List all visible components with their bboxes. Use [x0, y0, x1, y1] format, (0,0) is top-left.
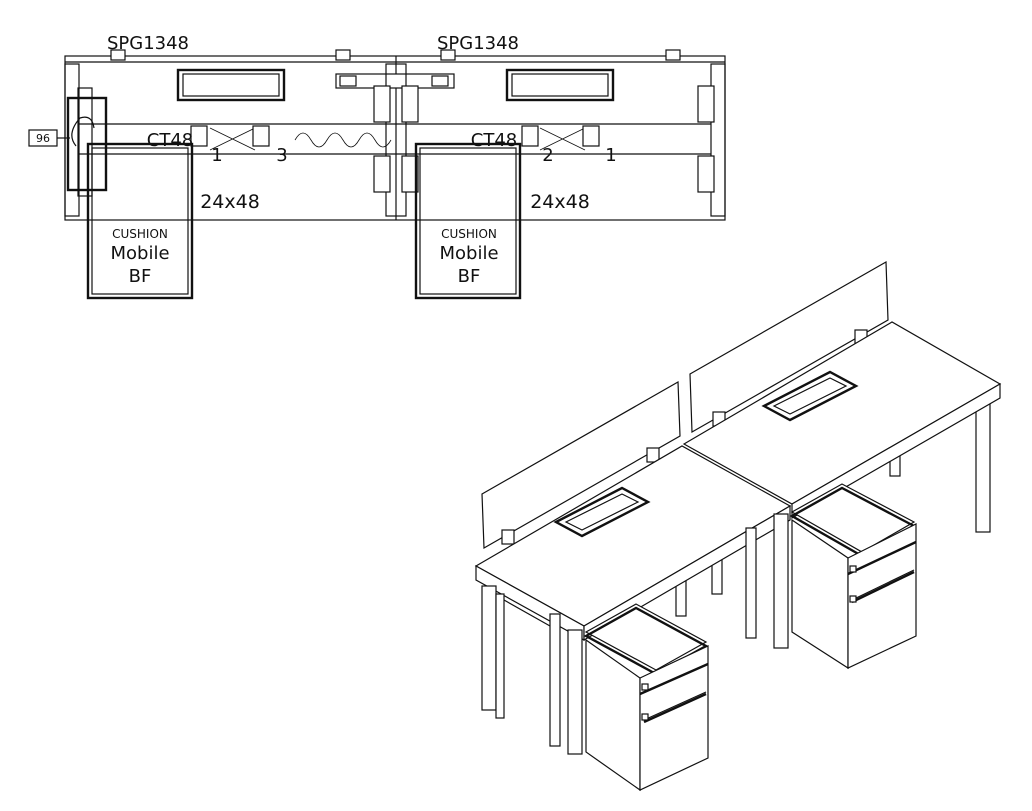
plan-connector-block	[339, 75, 357, 87]
plan-grommet-left-inner	[182, 73, 280, 97]
iso-screen-right	[689, 260, 889, 434]
plan-pedestal-left-line2: Mobile	[110, 243, 169, 264]
plan-connector-plate	[335, 73, 455, 89]
iso-grommet-right-inner	[772, 377, 848, 415]
plan-screen-clip	[440, 49, 456, 61]
plan-mark: 1	[605, 145, 616, 166]
iso-screen-clip	[501, 529, 515, 545]
iso-grommet-right	[761, 370, 859, 422]
plan-pedestal-right-line1: CUSHION	[441, 227, 497, 241]
plan-mark: 3	[276, 145, 287, 166]
plan-view: SPG1348 SPG1348 CT48 CT48 24x48 24x48 CU…	[28, 33, 726, 300]
plan-monitor-arm-curve	[71, 116, 95, 147]
plan-tray-label-right: CT48	[471, 130, 517, 151]
plan-tray-clip	[582, 125, 600, 147]
plan-pedestal-right	[414, 142, 522, 300]
plan-cable-wave	[294, 132, 392, 148]
plan-screen-label-left: SPG1348	[107, 33, 189, 54]
plan-leg-right-end	[710, 63, 726, 217]
plan-leg-left-end	[64, 63, 80, 217]
plan-leg-brackets	[373, 85, 715, 193]
plan-tray-clip	[190, 125, 208, 147]
iso-grommet-left-inner	[564, 493, 640, 531]
iso-screen-left	[481, 380, 681, 550]
plan-screen-label-right: SPG1348	[437, 33, 519, 54]
plan-tray-clip	[252, 125, 270, 147]
isometric-view	[474, 260, 1002, 792]
plan-screen-clip	[665, 49, 681, 61]
plan-cross-brace	[539, 127, 586, 151]
iso-front-left-legs	[481, 585, 583, 755]
plan-tray-label-left: CT48	[147, 130, 193, 151]
plan-desk-size-right: 24x48	[530, 191, 590, 213]
plan-cross-brace	[209, 127, 256, 151]
iso-center-legs	[745, 513, 789, 649]
plan-pedestal-left	[86, 142, 194, 300]
iso-pedestal-right	[789, 483, 917, 670]
plan-monitor-arm-post	[77, 87, 93, 197]
iso-grommet-left	[553, 486, 651, 538]
plan-screen-clip	[335, 49, 351, 61]
plan-grommet-right	[505, 68, 615, 102]
plan-screen-clip	[110, 49, 126, 61]
plan-tag-number: 96	[36, 132, 50, 145]
iso-pedestal-left	[583, 603, 709, 792]
plan-grommet-right-inner	[511, 73, 609, 97]
plan-mark: 2	[542, 145, 553, 166]
plan-grommet-left	[176, 68, 286, 102]
plan-tray-clip	[521, 125, 539, 147]
plan-mark: 1	[211, 145, 222, 166]
plan-connector-block	[431, 75, 449, 87]
plan-pedestal-right-line2: Mobile	[439, 243, 498, 264]
plan-pedestal-left-line1: CUSHION	[112, 227, 168, 241]
plan-desk-size-left: 24x48	[200, 191, 260, 213]
iso-rear-legs	[675, 395, 991, 617]
plan-pedestal-left-line3: BF	[129, 266, 152, 287]
iso-screen-clip	[646, 447, 660, 463]
plan-pedestal-right-line3: BF	[458, 266, 481, 287]
plan-leg-center	[385, 63, 407, 217]
